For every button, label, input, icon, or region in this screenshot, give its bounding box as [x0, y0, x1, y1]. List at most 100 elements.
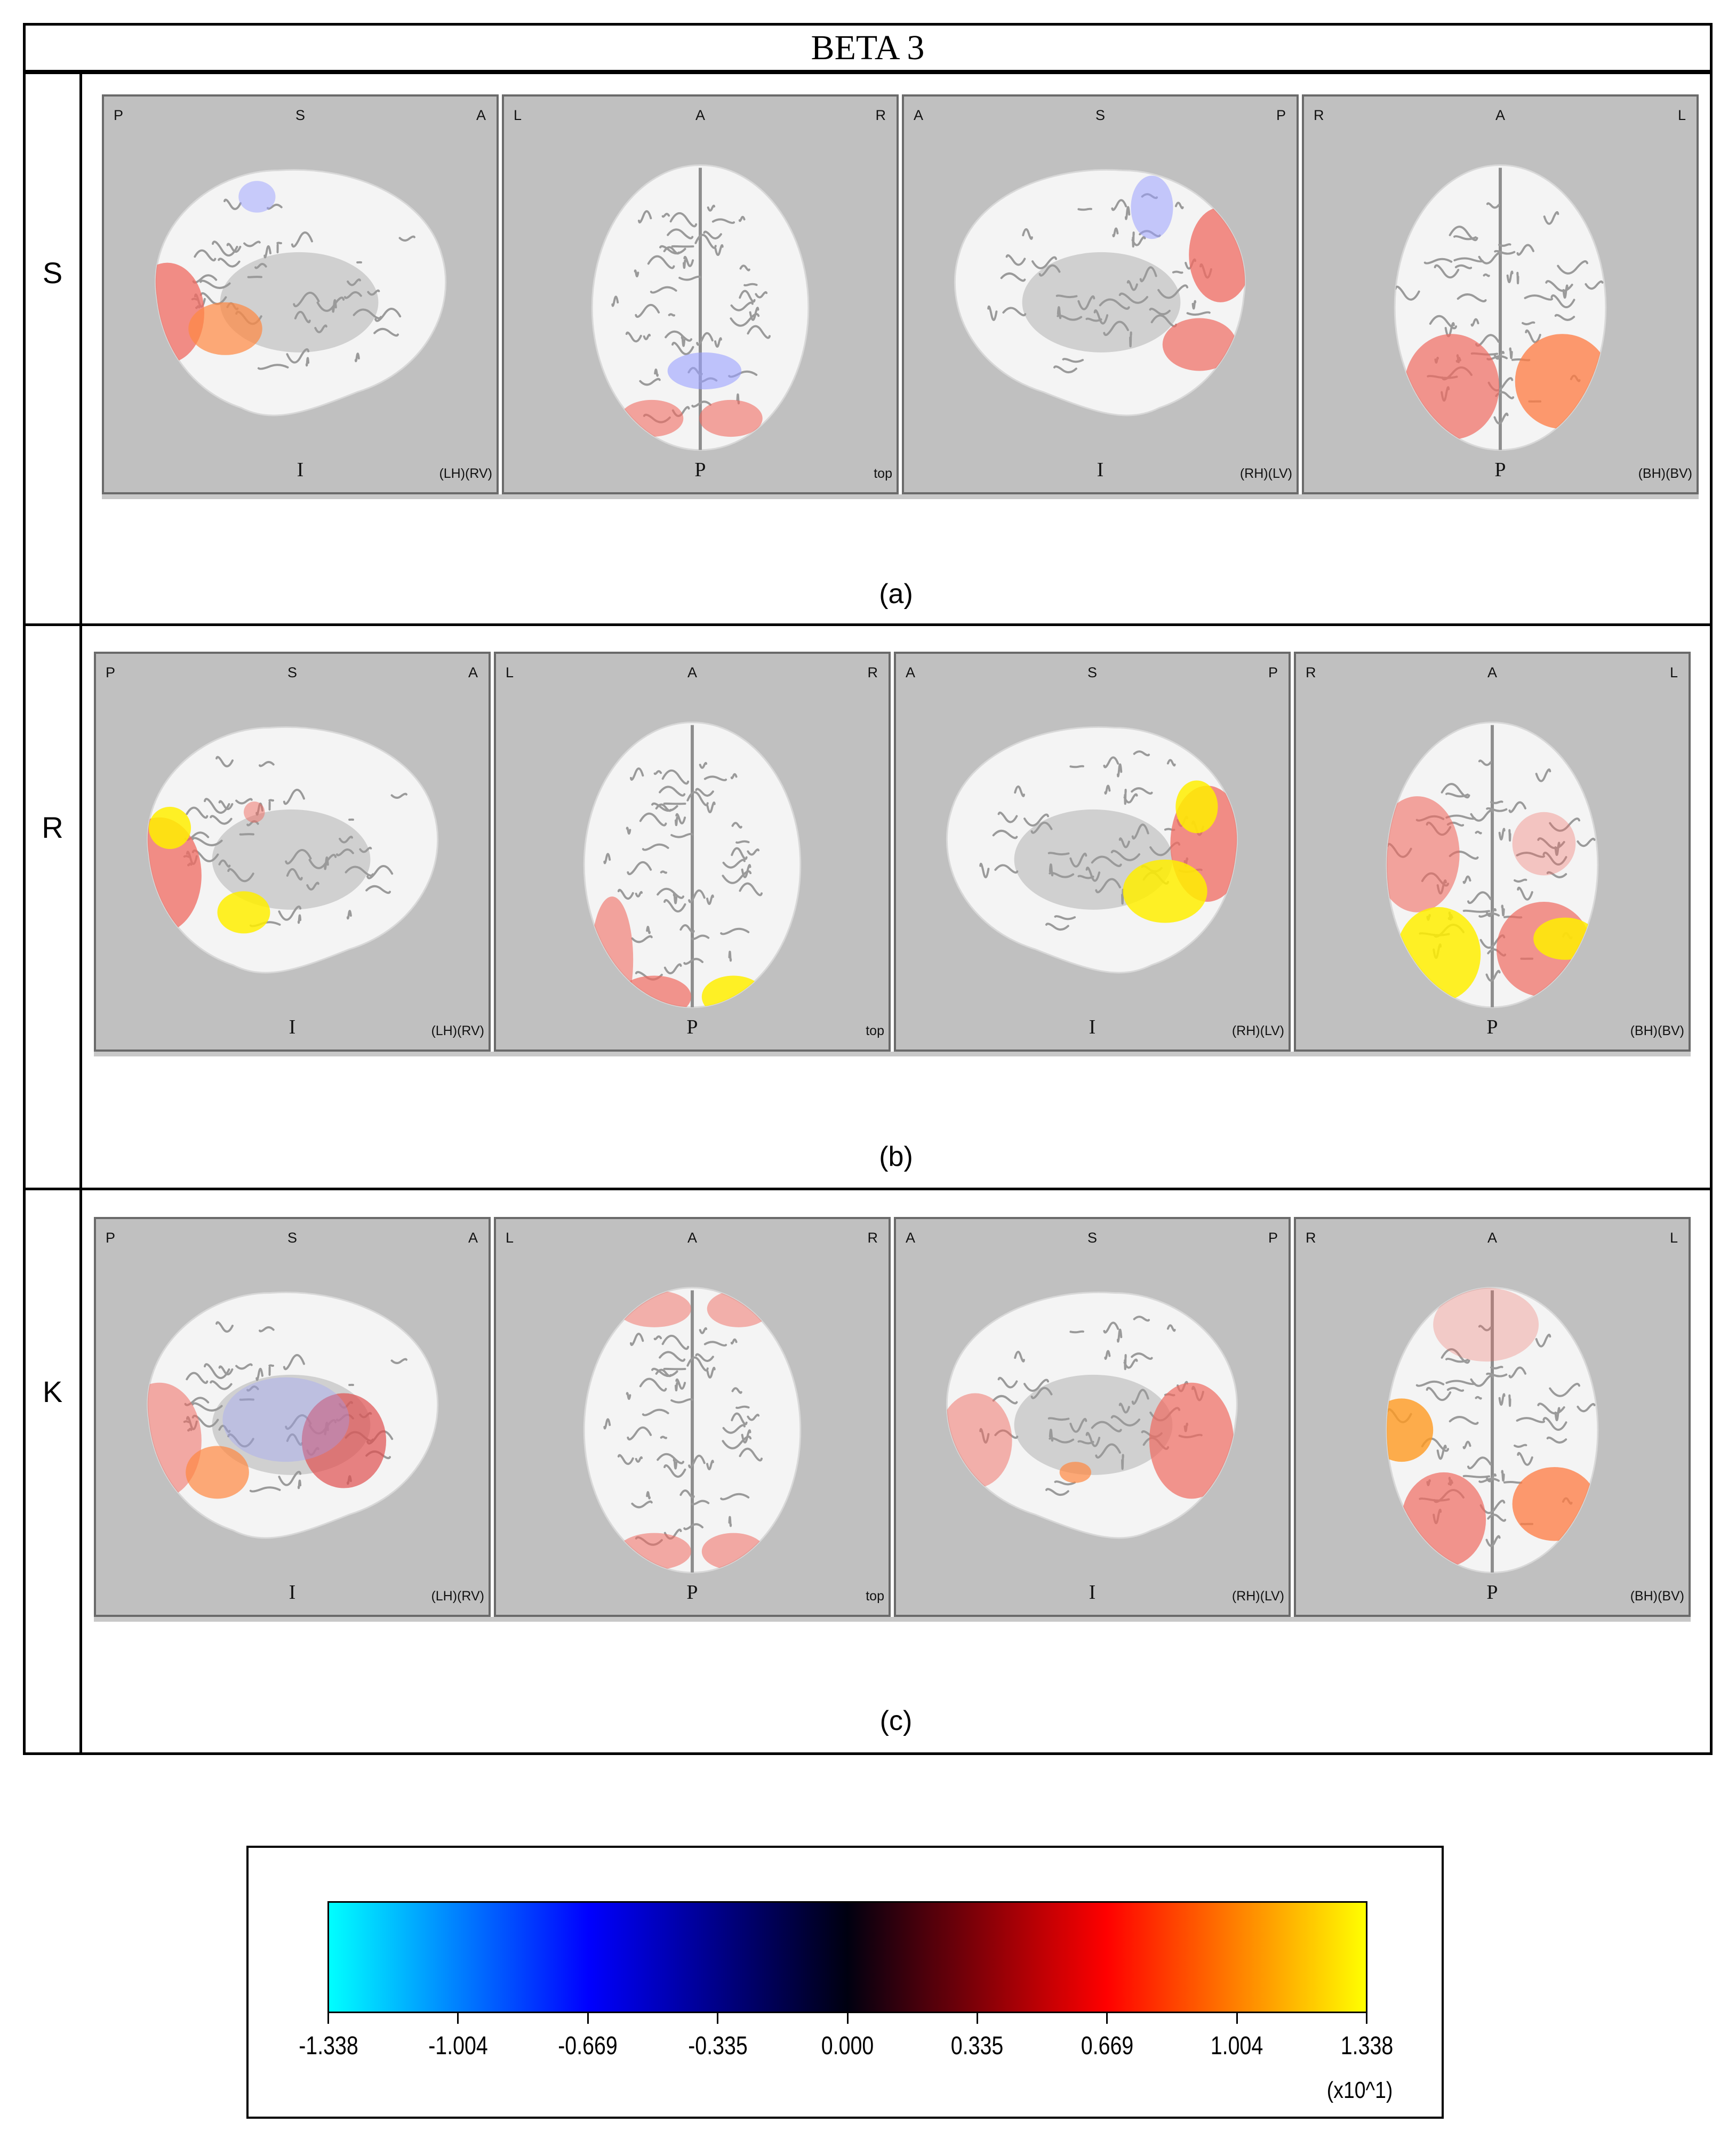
orientation-label: A: [1487, 1230, 1498, 1246]
row-label: S: [42, 256, 63, 290]
orientation-label: L: [514, 107, 522, 123]
brain-render: [155, 169, 447, 416]
orientation-label: S: [287, 1230, 298, 1246]
orientation-label: P: [1486, 1016, 1498, 1038]
orientation-label: I: [289, 1016, 296, 1038]
colorbar-tick: [457, 2013, 459, 2024]
orientation-label: L: [506, 1230, 514, 1246]
brain-render: [1386, 1287, 1599, 1574]
orientation-label: I: [1089, 1016, 1096, 1038]
orientation-label: (RH)(LV): [1239, 466, 1292, 481]
orientation-label: I: [297, 459, 304, 481]
orientation-label: (RH)(LV): [1231, 1023, 1284, 1038]
orientation-label: (LH)(RV): [431, 1023, 484, 1038]
orientation-label: S: [287, 664, 298, 680]
orientation-label: A: [468, 664, 478, 680]
orientation-label: A: [906, 1230, 916, 1246]
colorbar-tick-label: 1.004: [1210, 2032, 1263, 2060]
orientation-label: P: [1494, 459, 1506, 481]
row-label: K: [42, 1375, 63, 1408]
colorbar-gradient: [327, 1901, 1367, 2013]
brain-view-panel: P S A I (LH)(RV): [94, 1217, 491, 1617]
row-caption: (b): [879, 1141, 913, 1172]
orientation-label: (BH)(BV): [1630, 1589, 1684, 1604]
orientation-label: A: [476, 107, 486, 123]
row-label-cell: R: [26, 626, 82, 1188]
colorbar-tick-label: 0.669: [1081, 2032, 1134, 2060]
orientation-label: (LH)(RV): [439, 466, 492, 481]
colorbar-tick-label: 0.000: [821, 2032, 874, 2060]
figure-title-row: BETA 3: [23, 23, 1713, 74]
orientation-label: I: [1097, 459, 1104, 481]
brain-render: [946, 726, 1238, 974]
row-caption: (a): [879, 579, 913, 610]
orientation-label: A: [695, 107, 706, 123]
orientation-label: L: [1669, 664, 1678, 680]
colorbar-tick-label: -1.004: [428, 2032, 488, 2060]
orientation-label: P: [694, 459, 706, 481]
row-label-cell: S: [26, 74, 82, 623]
colorbar-tick-label: -1.338: [298, 2032, 358, 2060]
orientation-label: top: [866, 1589, 884, 1604]
brain-render: [1386, 722, 1599, 1008]
row-label: R: [42, 811, 63, 844]
colorbar-tick-label: -0.669: [558, 2032, 618, 2060]
orientation-label: A: [687, 1230, 698, 1246]
orientation-label: R: [875, 107, 886, 123]
brain-view-panel: A S P I (RH)(LV): [894, 652, 1291, 1052]
orientation-label: R: [1314, 107, 1324, 123]
brain-render: [583, 1287, 802, 1574]
colorbar-tick: [1236, 2013, 1238, 2024]
row-label-cell: K: [26, 1190, 82, 1752]
orientation-label: A: [906, 664, 916, 680]
brain-render: [946, 1292, 1238, 1539]
orientation-label: R: [1306, 1230, 1316, 1246]
orientation-label: I: [289, 1581, 296, 1604]
colorbar-tick: [327, 2013, 329, 2024]
orientation-label: L: [1669, 1230, 1678, 1246]
orientation-label: (BH)(BV): [1630, 1023, 1684, 1038]
colorbar-tick: [587, 2013, 589, 2024]
brain-render: [583, 722, 802, 1008]
orientation-label: L: [1677, 107, 1686, 123]
orientation-label: S: [1087, 1230, 1098, 1246]
orientation-label: S: [295, 107, 306, 123]
orientation-label: P: [106, 664, 116, 680]
colorbar-tick: [976, 2013, 978, 2024]
colorbar-tick: [1366, 2013, 1367, 2024]
orientation-label: P: [106, 1230, 116, 1246]
figure-title: BETA 3: [811, 28, 925, 67]
orientation-label: (LH)(RV): [431, 1589, 484, 1604]
colorbar-tick: [1106, 2013, 1108, 2024]
colorbar-tick: [846, 2013, 849, 2024]
orientation-label: P: [1268, 664, 1278, 680]
orientation-label: top: [874, 466, 892, 481]
orientation-label: L: [506, 664, 514, 680]
orientation-label: S: [1095, 107, 1106, 123]
orientation-label: (BH)(BV): [1638, 466, 1692, 481]
brain-render: [147, 1292, 439, 1539]
orientation-label: A: [468, 1230, 478, 1246]
brain-view-panel: R A L P (BH)(BV): [1294, 1217, 1691, 1617]
orientation-label: P: [686, 1016, 698, 1038]
colorbar-tick-label: -0.335: [687, 2032, 748, 2060]
brain-render: [147, 726, 439, 974]
orientation-label: S: [1087, 664, 1098, 680]
orientation-label: R: [867, 664, 878, 680]
orientation-label: (RH)(LV): [1231, 1589, 1284, 1604]
orientation-label: P: [1486, 1581, 1498, 1604]
